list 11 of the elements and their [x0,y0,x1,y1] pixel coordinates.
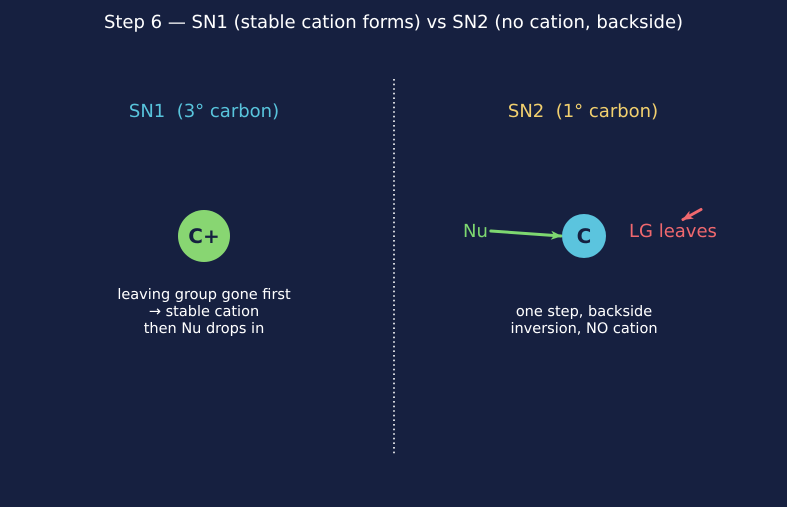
panel-heading: SN1 (3° carbon) [128,100,280,122]
panel-heading: SN2 (1° carbon) [508,100,658,122]
caption-text: one step, backside inversion, NO cation [510,304,658,338]
carbocation-circle: C+ [178,210,230,262]
arrow [682,208,702,221]
leaving-group-text: LG leaves [629,220,717,242]
carbon-circle: C [562,214,606,258]
nucleophile-text: Nu [463,220,488,242]
title: Step 6 — SN1 (stable cation forms) vs SN2 (no cation, backside) [104,12,684,32]
caption-text: leaving group gone first → stable cation then Nu drops in [117,287,291,338]
arrow [489,230,562,240]
